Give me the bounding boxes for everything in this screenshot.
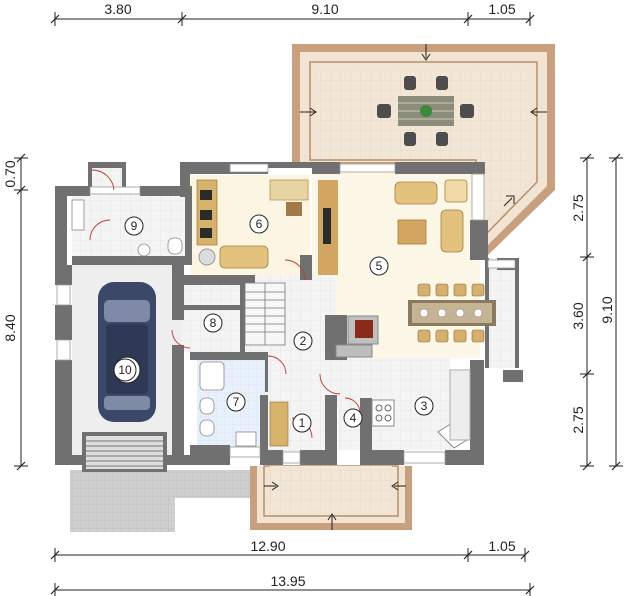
stairs [244,282,286,346]
dim-left-small: 0.70 [2,160,18,187]
dim-right-3: 2.75 [570,406,586,433]
paving [70,470,255,532]
dim-top-3: 1.05 [488,1,515,17]
walls [55,162,523,465]
room-number-8: 8 [210,316,217,330]
room-number-4: 4 [350,411,357,425]
room-number-6: 6 [256,217,263,231]
entrance-arrows [264,44,547,530]
car [98,282,156,422]
fireplace [335,315,379,358]
rear-terrace [292,44,555,258]
room-number-markers: 1 2 3 4 5 6 7 8 9 10 [113,214,434,433]
dimension-right-total: 9.10 [599,153,623,471]
dimension-bottom-inner: 12.90 1.05 [50,538,530,562]
bathroom-fixtures [71,199,257,447]
room-number-2: 2 [300,334,307,348]
dim-left-main: 8.40 [2,314,18,341]
kitchen-fixtures [269,369,471,449]
dim-right-1: 2.75 [570,194,586,221]
dim-bottom-total: 13.95 [270,573,305,589]
dim-right-2: 3.60 [570,302,586,329]
dim-top-2: 9.10 [311,1,338,17]
dimension-top: 3.80 9.10 1.05 [50,1,535,26]
dim-top-1: 3.80 [104,1,131,17]
dimension-left: 0.70 8.40 [2,153,28,471]
dimension-bottom-total: 13.95 [50,573,535,596]
room-number-5: 5 [376,259,383,273]
front-terrace [250,465,412,530]
room-number-10: 10 [118,363,132,377]
living-sofas [394,179,468,253]
terrace-table [377,76,474,146]
room-number-7: 7 [233,395,240,409]
room-number-9: 9 [131,219,138,233]
dining-table [408,283,496,343]
dimension-right-segments: 2.75 3.60 2.75 [570,153,594,471]
dim-bottom-2: 1.05 [488,538,515,554]
dim-right-total: 9.10 [599,296,615,323]
room-number-3: 3 [421,399,428,413]
windows [56,163,516,464]
garage-door [82,432,167,472]
dim-bottom-1: 12.90 [250,538,285,554]
room-number-1: 1 [299,416,306,430]
bedroom-furniture [196,179,338,275]
